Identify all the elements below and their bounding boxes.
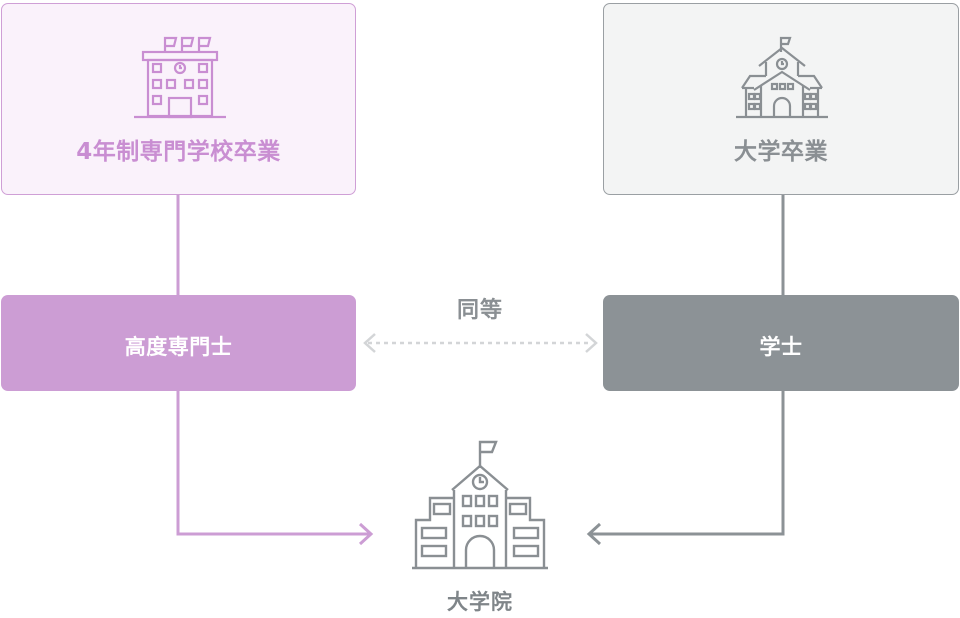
bachelor-degree-box: 学士: [603, 295, 959, 391]
advanced-diploma-box: 高度専門士: [1, 295, 356, 391]
right-arrowhead-icon: [586, 522, 602, 546]
graduate-school-building-icon: [412, 440, 548, 570]
university-graduation-label: 大学卒業: [734, 139, 828, 165]
equivalence-label: 同等: [456, 298, 503, 323]
left-arrow-to-destination: [176, 391, 370, 536]
bachelor-degree-label: 学士: [759, 335, 803, 359]
vocational-school-graduation-box: 4年制専門学校卒業: [1, 3, 356, 195]
right-arrow-to-destination: [590, 391, 785, 536]
vocational-school-graduation-label: 4年制専門学校卒業: [76, 139, 281, 165]
graduate-school-label: 大学院: [447, 590, 513, 614]
equivalence-right-arrowhead-icon: [585, 333, 598, 353]
advanced-diploma-label: 高度専門士: [124, 335, 233, 359]
school-building-icon: [134, 36, 226, 119]
left-arrowhead-icon: [358, 522, 374, 546]
university-building-icon: [736, 36, 828, 119]
university-graduation-box: 大学卒業: [603, 3, 959, 195]
equivalence-left-arrowhead-icon: [363, 333, 376, 353]
